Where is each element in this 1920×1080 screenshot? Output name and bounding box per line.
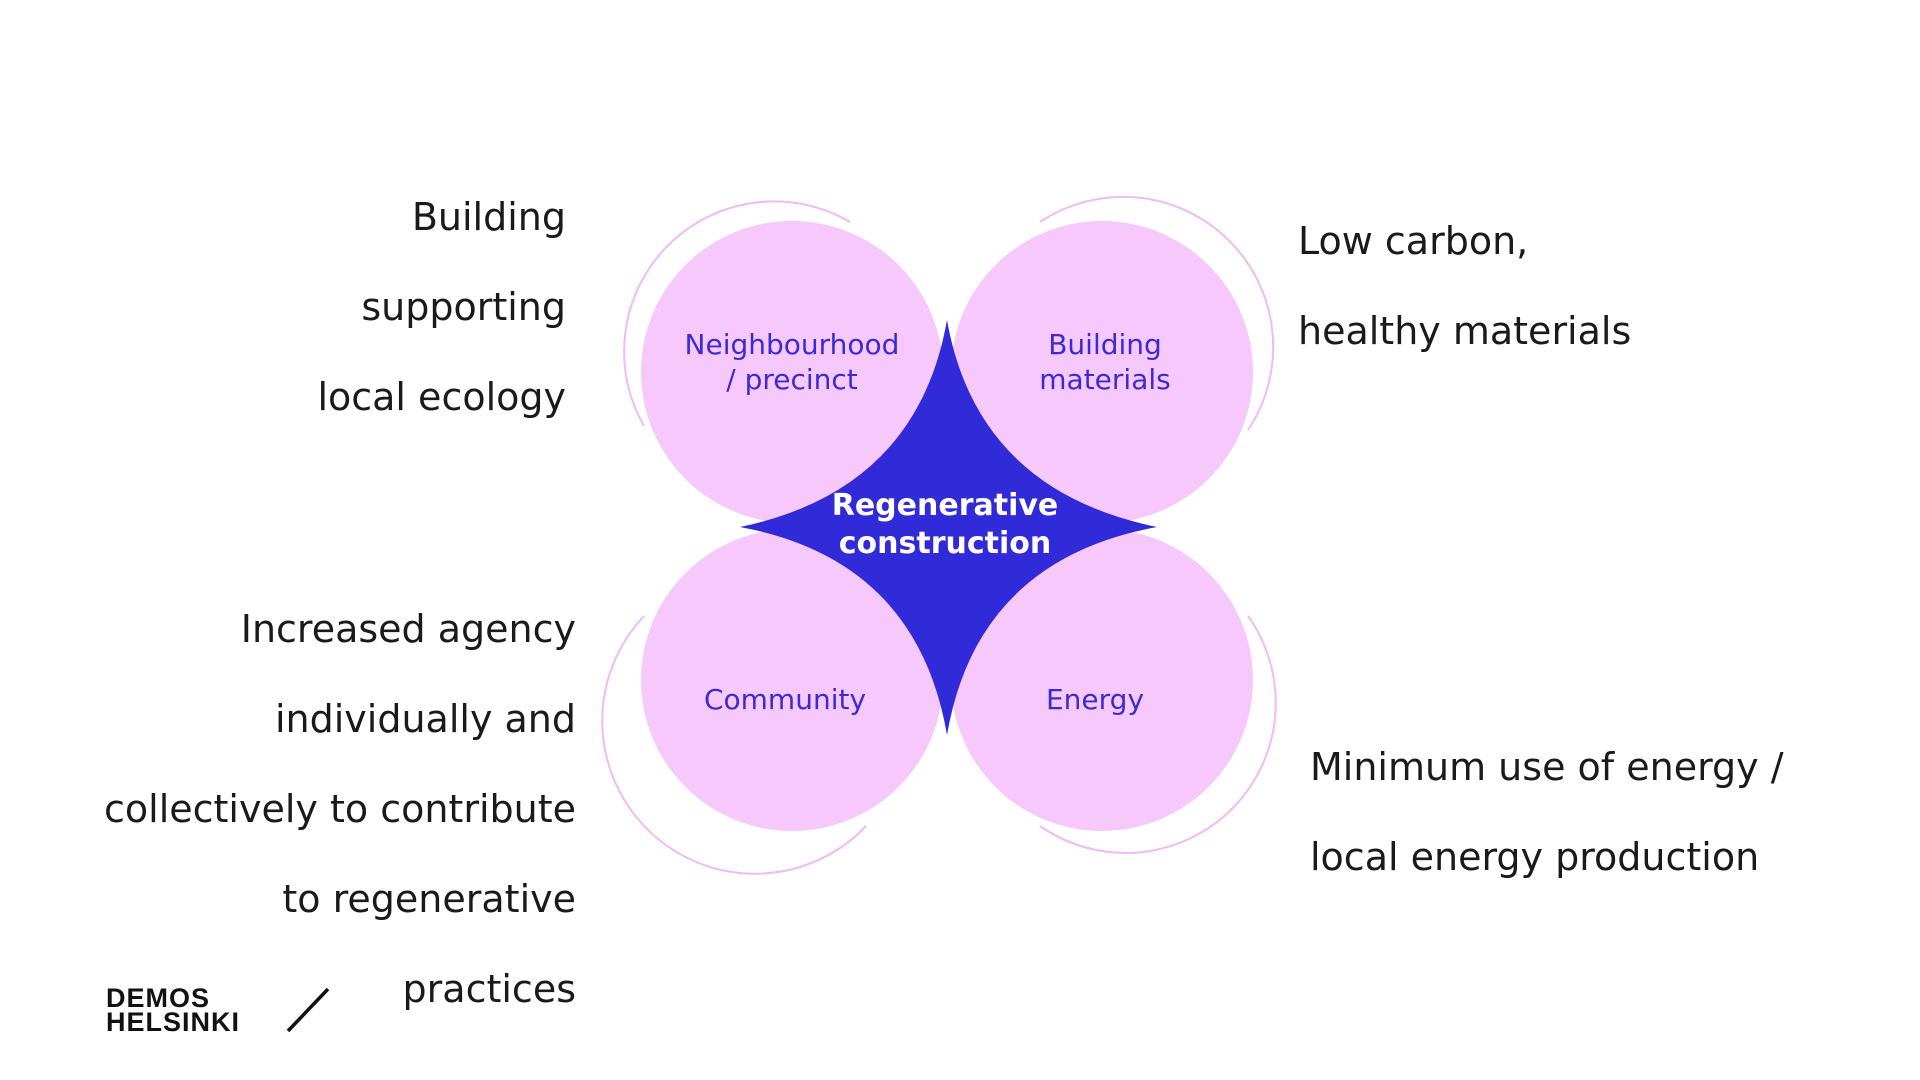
text-line: Increased agency [240,607,576,651]
label-building-materials: Building materials [975,327,1235,397]
circle-materials [951,221,1253,523]
text-line: local energy production [1310,835,1760,879]
label-regenerative-construction: Regenerative construction [790,487,1100,563]
outline-arc-bottom-left [601,615,867,875]
central-star-shape [740,320,1157,735]
circle-neighbourhood [641,221,943,523]
text-line: Minimum use of energy / [1310,745,1784,789]
label-line: materials [1039,363,1171,396]
text-line: collectively to contribute [104,787,576,831]
text-line: Building [411,195,566,239]
label-line: / precinct [726,363,858,396]
text-healthy-materials: Low carbon, healthy materials [1298,174,1631,399]
logo-text-line: HELSINKI [106,1007,241,1037]
label-energy: Energy [965,682,1225,717]
text-line: Low carbon, [1298,219,1529,263]
center-label-line: construction [838,526,1052,561]
demos-helsinki-logo: DEMOS HELSINKI [106,983,336,1037]
label-line: Building [1048,328,1162,361]
circle-community [641,529,943,831]
text-minimum-energy: Minimum use of energy / local energy pro… [1310,700,1784,925]
text-line: practices [402,967,576,1011]
label-community: Community [655,682,915,717]
text-line: to regenerative [282,877,576,921]
label-line: Neighbourhood [684,328,900,361]
label-neighbourhood: Neighbourhood / precinct [662,327,922,397]
logo-slash-icon [286,987,330,1033]
text-line: supporting [361,285,566,329]
logo-text-line: DEMOS [106,983,211,1013]
outline-arc-top-right [1039,195,1275,431]
circle-energy [951,529,1253,831]
outline-arc-bottom-right [1039,615,1277,854]
center-label-line: Regenerative [831,488,1059,523]
text-line: local ecology [317,375,566,419]
label-line: Energy [1045,683,1145,716]
text-line: healthy materials [1298,309,1632,353]
text-line: individually and [274,697,576,741]
label-line: Community [703,683,867,716]
text-local-ecology: Building supporting local ecology [317,150,566,465]
text-increased-agency: Increased agency individually and collec… [104,562,576,1057]
outline-arc-top-left [623,200,851,427]
